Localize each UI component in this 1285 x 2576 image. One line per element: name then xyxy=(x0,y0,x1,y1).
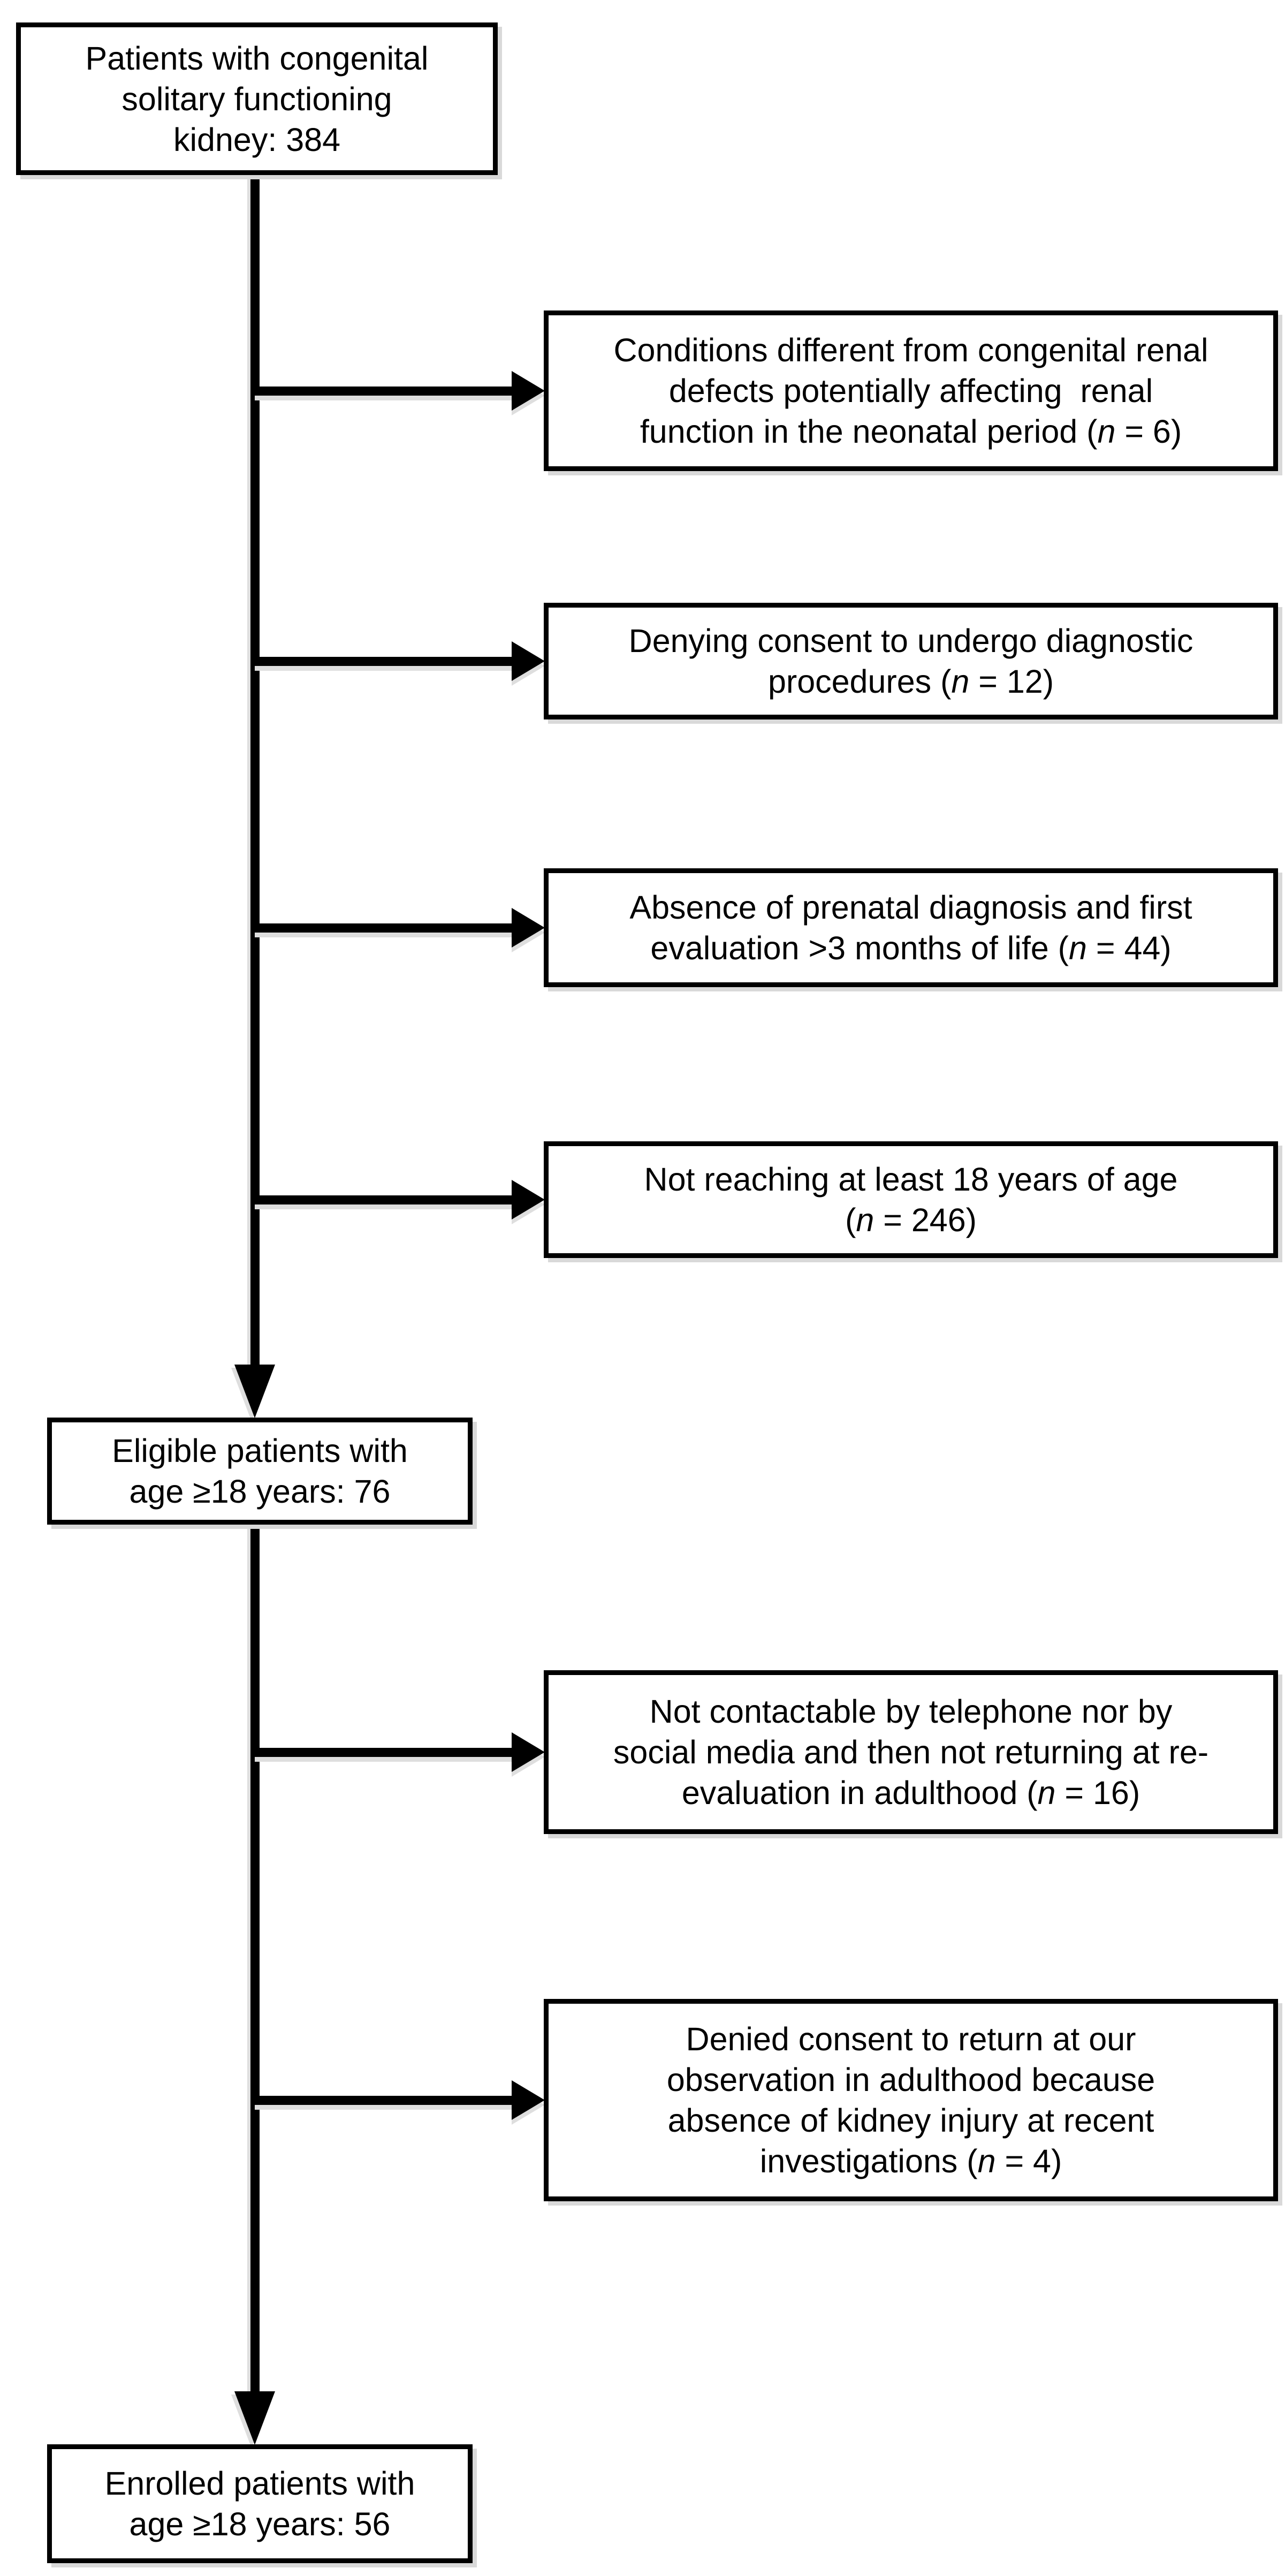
box-exclusion-other-conditions: Conditions different from congenital ren… xyxy=(544,310,1278,471)
box-exclusion-denied-diagnostics: Denying consent to undergo diagnostic pro… xyxy=(544,603,1278,719)
box-text-line: defects potentially affecting renal xyxy=(668,373,1153,409)
box-text-line: investigations (n = 4) xyxy=(759,2143,1062,2179)
right-arrowhead-5 xyxy=(512,1732,545,1772)
box-text-line: age ≥18 years: 76 xyxy=(129,1473,391,1510)
box-text-line: social media and then not returning at r… xyxy=(613,1734,1209,1770)
main-arrow-shaft-2 xyxy=(250,1524,260,2396)
right-arrowhead-6 xyxy=(512,2080,545,2120)
branch-arrow-shaft-1 xyxy=(255,387,514,396)
box-text-line: absence of kidney injury at recent xyxy=(667,2102,1154,2139)
box-text-line: Patients with congenital xyxy=(85,40,429,77)
down-arrowhead-2 xyxy=(234,2391,275,2445)
box-text-line: Enrolled patients with xyxy=(104,2465,415,2502)
branch-arrow-shaft-5 xyxy=(255,1748,514,1757)
box-text-line: (n = 246) xyxy=(845,1202,977,1238)
box-text-line: Absence of prenatal diagnosis and first xyxy=(629,889,1192,926)
box-eligible-patients: Eligible patients with age ≥18 years: 76 xyxy=(47,1418,473,1525)
box-exclusion-under-18: Not reaching at least 18 years of age (n … xyxy=(544,1141,1278,1258)
box-exclusion-denied-return: Denied consent to return at our observati… xyxy=(544,1999,1278,2201)
right-arrowhead-3 xyxy=(512,908,545,948)
down-arrowhead-1 xyxy=(234,1365,275,1418)
right-arrowhead-4 xyxy=(512,1180,545,1219)
branch-arrow-shaft-2 xyxy=(255,657,514,666)
box-text-line: Not contactable by telephone nor by xyxy=(649,1693,1173,1730)
branch-arrow-shaft-3 xyxy=(255,923,514,933)
right-arrowhead-1 xyxy=(512,371,545,411)
branch-arrow-shaft-4 xyxy=(255,1195,514,1204)
box-text-line: Conditions different from congenital ren… xyxy=(613,332,1208,368)
box-text-line: Eligible patients with xyxy=(112,1433,408,1469)
main-arrow-shaft-1 xyxy=(250,174,260,1369)
branch-arrow-shaft-6 xyxy=(255,2096,514,2105)
box-enrolled-patients: Enrolled patients with age ≥18 years: 56 xyxy=(47,2444,473,2563)
box-text-line: evaluation in adulthood (n = 16) xyxy=(681,1775,1140,1811)
box-text-line: observation in adulthood because xyxy=(666,2062,1155,2098)
box-text-line: Not reaching at least 18 years of age xyxy=(644,1161,1178,1198)
box-exclusion-not-contactable: Not contactable by telephone nor by socia… xyxy=(544,1670,1278,1834)
box-text-line: evaluation >3 months of life (n = 44) xyxy=(650,930,1172,966)
box-text-line: Denying consent to undergo diagnostic xyxy=(628,623,1193,659)
box-text-line: Denied consent to return at our xyxy=(686,2021,1136,2057)
box-text-line: procedures (n = 12) xyxy=(767,663,1054,700)
box-exclusion-no-prenatal-diagnosis: Absence of prenatal diagnosis and first e… xyxy=(544,868,1278,987)
box-text-line: function in the neonatal period (n = 6) xyxy=(640,413,1182,450)
box-text-line: age ≥18 years: 56 xyxy=(129,2506,391,2542)
box-text-line: solitary functioning xyxy=(121,80,392,117)
right-arrowhead-2 xyxy=(512,641,545,681)
box-text-line: kidney: 384 xyxy=(173,121,340,158)
